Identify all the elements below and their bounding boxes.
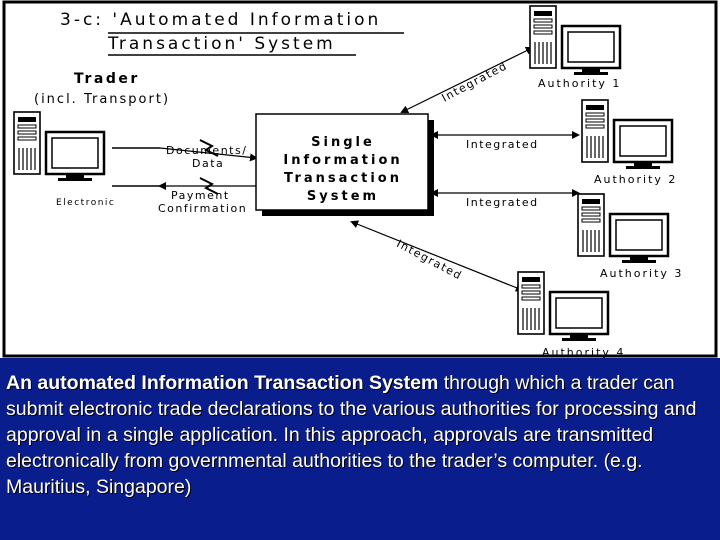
integrated-label-2: Integrated (466, 138, 539, 151)
trader-computer-icon (12, 110, 106, 183)
authority-3-label: Authority 3 (600, 267, 684, 280)
authority-4-label: Authority 4 (542, 346, 626, 359)
integrated-label-3: Integrated (466, 196, 539, 209)
confirmation-label: Confirmation (158, 202, 248, 215)
diagram-title-line2: Transaction' System (108, 34, 336, 54)
authority-2-computer-icon (580, 98, 674, 171)
electronic-label: Electronic (56, 198, 116, 208)
authority-3-computer-icon (576, 192, 670, 265)
data-label: Data (192, 157, 225, 170)
central-box (255, 113, 429, 211)
central-box-line1: Single (311, 135, 375, 150)
caption-text: through which a trader can submit electr… (6, 372, 697, 498)
diagram-graphics (2, 0, 718, 358)
diagram-title-line1: 3-c: 'Automated Information (60, 10, 382, 30)
authority-1-computer-icon (528, 4, 622, 77)
authority-1-label: Authority 1 (538, 77, 622, 90)
diagram-panel: 3-c: 'Automated Information Transaction'… (0, 0, 720, 358)
trader-sublabel: (incl. Transport) (34, 92, 171, 107)
central-box-line2: Information (283, 153, 403, 168)
authority-4-computer-icon (516, 270, 610, 343)
central-box-line4: System (306, 189, 380, 204)
caption-bold-text: An automated Information Transaction Sys… (6, 372, 439, 394)
integrated-link-1 (400, 47, 534, 113)
documents-flow-arrow (159, 147, 258, 162)
integrated-link-4 (350, 220, 524, 292)
trader-label: Trader (74, 71, 140, 87)
central-box-line3: Transaction (284, 171, 402, 186)
slide-caption: An automated Information Transaction Sys… (6, 370, 714, 500)
confirmation-lightning-icon (199, 177, 219, 195)
authority-2-label: Authority 2 (594, 173, 678, 186)
payment-label: Payment (171, 189, 230, 202)
documents-lightning-icon (199, 139, 219, 157)
documents-label: Documents/ (166, 144, 248, 157)
